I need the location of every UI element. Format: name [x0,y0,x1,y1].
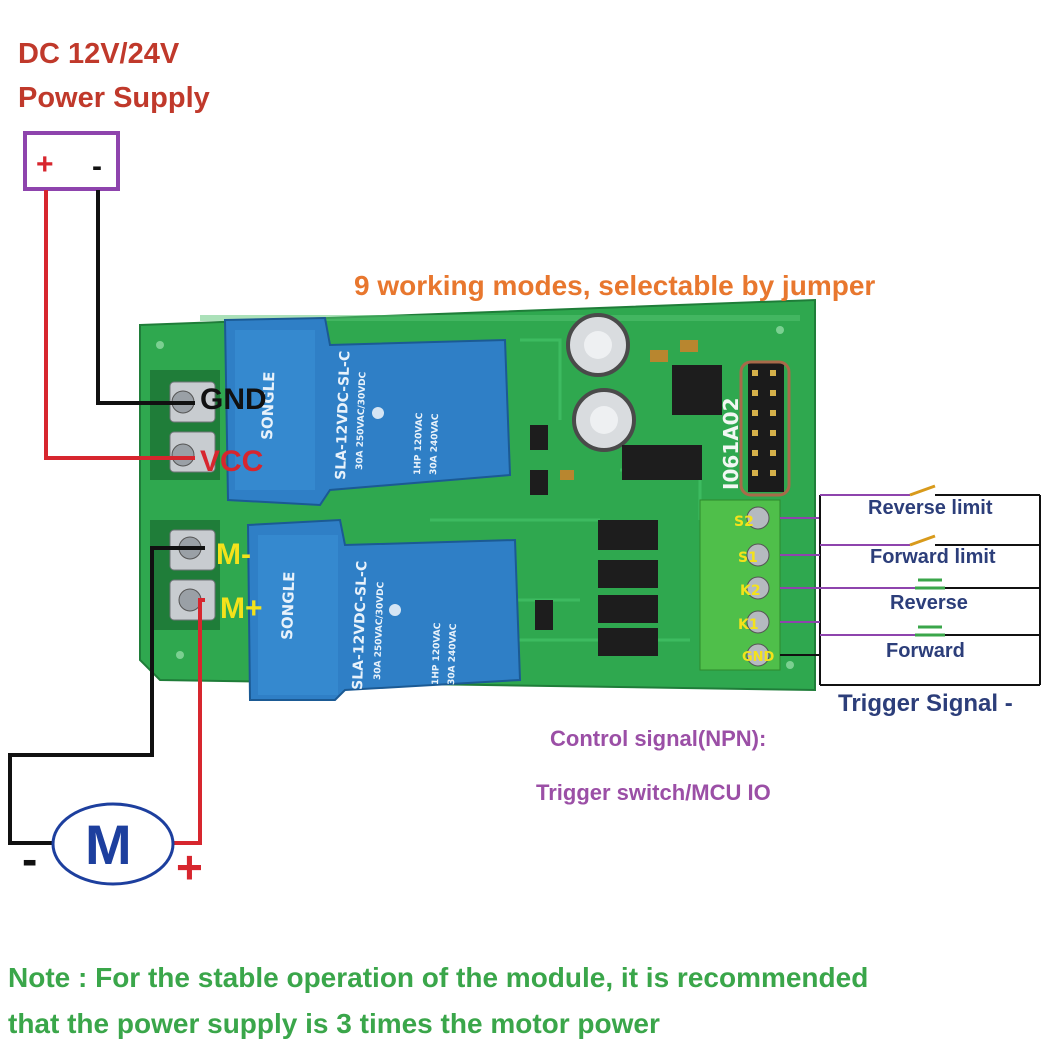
motor-plus-label: + [176,841,203,893]
relay-upper [223,316,512,507]
power-plus-label: + [36,148,54,181]
signal-terminal-s2: S2 [734,514,754,530]
wire-motor-minus [8,546,205,845]
terminal-m-plus-label: M+ [220,592,263,625]
trigger-signal-label: Trigger Signal - [838,690,1013,717]
power-supply-title-line1: DC 12V/24V [18,38,180,70]
relay-lower-rating3: 30A 240VAC [447,623,459,685]
switch-label-reverse: Reverse [890,592,968,614]
power-minus-label: - [92,150,102,183]
power-supply-box [23,131,120,191]
switch-label-forward: Forward [886,640,965,662]
relay-lower [246,518,522,701]
wire-vcc [44,190,195,460]
control-signal-line1: Control signal(NPN): [550,726,767,751]
switch-label-forward-limit: Forward limit [870,546,996,568]
modes-caption: 9 working modes, selectable by jumper [354,270,876,301]
relay-upper-model: SLA-12VDC-SL-C [333,351,353,481]
motor-minus-label: - [22,833,38,885]
signal-terminal-s1: S1 [738,550,758,566]
note-line1: Note : For the stable operation of the m… [8,962,869,993]
note-line2: that the power supply is 3 times the mot… [8,1008,660,1039]
capacitors [566,313,636,452]
relay-lower-rating1: 30A 250VAC/30VDC [373,581,386,680]
motor-ellipse [51,802,175,886]
relay-upper-brand: SONGLE [258,371,278,440]
relay-lower-brand: SONGLE [278,571,298,640]
motor-terminal-block [150,520,220,630]
signal-terminal-k2: K2 [740,583,761,599]
terminal-m-minus-label: M- [216,538,251,571]
motor-symbol: M [85,813,132,876]
control-signal-line2: Trigger switch/MCU IO [536,780,771,805]
terminal-gnd-label: GND [200,383,267,416]
signal-terminal-k1: K1 [738,617,759,633]
relay-upper-rating3: 30A 240VAC [429,413,441,475]
wire-gnd [96,190,195,405]
signal-terminal-block [699,499,781,671]
switch-label-reverse-limit: Reverse limit [868,497,993,519]
wire-motor-plus [168,598,205,845]
relay-lower-rating2: 1HP 120VAC [431,622,443,685]
board-id: I061A02 [719,398,743,491]
terminal-vcc-label: VCC [200,445,264,478]
power-terminal-block [150,370,220,480]
relay-upper-rating1: 30A 250VAC/30VDC [355,371,368,470]
switch-wiring [780,484,1041,686]
jumper-header [739,360,791,497]
ics [530,340,722,656]
relay-upper-rating2: 1HP 120VAC [413,412,425,475]
signal-terminal-gnd: GND [742,650,775,665]
power-supply-title-line2: Power Supply [18,82,210,114]
relay-lower-model: SLA-12VDC-SL-C [350,561,370,691]
